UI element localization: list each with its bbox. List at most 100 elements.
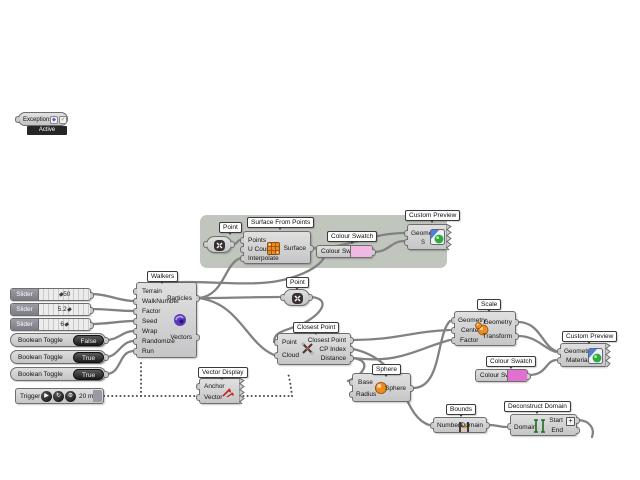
exception-check-icon[interactable]: ✓ (59, 115, 67, 124)
output-nub[interactable] (90, 292, 94, 299)
output-nub[interactable] (231, 241, 235, 248)
slider-rail[interactable] (39, 304, 90, 315)
swatch-color-well[interactable] (507, 370, 527, 381)
scale-component[interactable]: Geometry Center Factor Geometry Transfor… (451, 311, 519, 346)
point-nameplate[interactable]: Point (219, 222, 242, 235)
toggle-value[interactable]: True (73, 351, 104, 363)
closest-point-component[interactable]: Point Cloud Closest Point CP Index Dista… (274, 333, 354, 365)
output-nub[interactable] (105, 337, 109, 344)
exception-toggle-icon[interactable]: ◆ (50, 115, 58, 124)
closest-point-nameplate[interactable]: Closest Point (293, 322, 340, 335)
input-nub[interactable] (133, 328, 137, 335)
boolean-toggle-1[interactable]: Boolean Toggle False (10, 333, 109, 347)
point-nameplate[interactable]: Point (286, 277, 309, 290)
input-nub[interactable] (430, 422, 434, 429)
output-nub[interactable] (350, 346, 354, 353)
output-nub[interactable] (527, 373, 531, 380)
input-nub[interactable] (280, 294, 284, 301)
colour-swatch-nameplate[interactable]: Colour Swatch (486, 356, 537, 369)
deconstruct-domain-nameplate[interactable]: Deconstruct Domain (504, 401, 571, 414)
sphere-nameplate[interactable]: Sphere (372, 364, 401, 377)
colour-swatch-right-component[interactable]: Colour Swatch (475, 369, 531, 382)
output-nub[interactable] (196, 295, 200, 302)
input-nub[interactable] (196, 394, 200, 401)
number-slider-2[interactable]: Slider 5.2◆ (10, 303, 94, 316)
slider-rail[interactable] (39, 319, 90, 330)
wire-particles-interpolate[interactable] (197, 256, 243, 300)
walkers-component[interactable]: Terrain WalkNumber Factor Seed Wrap Rand… (133, 282, 200, 358)
boolean-toggle-3[interactable]: Boolean Toggle True (10, 367, 109, 381)
colour-swatch-component[interactable]: Colour Swatch (316, 245, 376, 258)
wire-swatch2-material[interactable] (527, 358, 558, 377)
settings-button[interactable]: ⚙ (65, 391, 76, 402)
input-nub[interactable] (507, 423, 511, 430)
swatch-color-well[interactable] (350, 246, 372, 257)
output-nub[interactable] (576, 427, 580, 434)
wire-swatch-preview[interactable] (371, 239, 407, 254)
output-nub[interactable] (350, 337, 354, 344)
input-nub[interactable] (133, 338, 137, 345)
number-slider-1[interactable]: Slider ◆50 (10, 288, 94, 301)
scale-nameplate[interactable]: Scale (477, 299, 502, 312)
input-nub[interactable] (240, 255, 244, 262)
slider-knob[interactable]: ◆ (64, 322, 69, 328)
sphere-component[interactable]: Base Radius Sphere (349, 373, 414, 402)
custom-preview-right-component[interactable]: Geometry Material (557, 343, 611, 367)
input-nub[interactable] (133, 298, 137, 305)
output-nub[interactable] (196, 334, 200, 341)
slider-rail[interactable] (39, 289, 90, 300)
wire-toggle3-run[interactable] (104, 349, 136, 376)
wire-distance-factor[interactable] (351, 338, 452, 361)
output-nub[interactable] (90, 322, 94, 329)
toggle-value[interactable]: False (73, 334, 104, 346)
output-nub[interactable] (350, 355, 354, 362)
bounds-nameplate[interactable]: Bounds (446, 404, 477, 417)
expand-button[interactable]: + (566, 417, 575, 426)
wire-toggle2-randomize[interactable] (104, 339, 136, 359)
output-nub[interactable] (515, 319, 519, 326)
output-nub[interactable] (105, 371, 109, 378)
input-nub[interactable] (274, 339, 278, 346)
input-nub[interactable] (133, 318, 137, 325)
input-nub[interactable] (451, 337, 455, 344)
output-nub[interactable] (486, 422, 490, 429)
input-nub[interactable] (451, 327, 455, 334)
play-button[interactable]: ▶ (41, 391, 52, 402)
custom-preview-component[interactable]: Geometry S (404, 224, 452, 250)
output-nub[interactable] (515, 333, 519, 340)
input-nub[interactable] (240, 246, 244, 253)
point-param[interactable] (203, 236, 235, 253)
wire-scaletransform-preview[interactable] (516, 334, 558, 354)
output-nub[interactable] (372, 249, 376, 256)
wire-closest-center[interactable] (351, 328, 452, 342)
custom-preview-nameplate[interactable]: Custom Preview (562, 331, 618, 344)
point-param-2[interactable] (280, 289, 313, 306)
input-nub[interactable] (133, 288, 137, 295)
output-nub[interactable] (576, 417, 580, 424)
surface-from-points-nameplate[interactable]: Surface From Points (247, 217, 315, 230)
input-nub[interactable] (240, 237, 244, 244)
output-nub[interactable] (310, 245, 314, 252)
wire-trigger-dotted-riser2[interactable] (287, 372, 293, 397)
output-nub[interactable] (105, 354, 109, 361)
input-nub[interactable] (349, 379, 353, 386)
input-nub[interactable] (451, 317, 455, 324)
custom-preview-nameplate[interactable]: Custom Preview (405, 210, 461, 223)
wire-particles-cloud[interactable] (197, 296, 276, 357)
wire-slider1-walknumber[interactable] (89, 292, 136, 303)
input-nub[interactable] (196, 383, 200, 390)
wire-slider2-factor[interactable] (89, 307, 136, 313)
number-slider-3[interactable]: Slider 6◆ (10, 318, 94, 331)
wire-scalegeometry-preview[interactable] (516, 320, 558, 353)
input-nub[interactable] (349, 391, 353, 398)
wire-bounds-deconstruct[interactable] (487, 423, 508, 429)
output-nub[interactable] (410, 385, 414, 392)
boolean-toggle-2[interactable]: Boolean Toggle True (10, 350, 109, 364)
trigger-component[interactable]: Trigger ▶ ↻ ⚙ 20 ms (15, 388, 104, 404)
input-nub[interactable] (274, 352, 278, 359)
input-nub[interactable] (404, 230, 408, 237)
input-nub[interactable] (557, 348, 561, 355)
output-nub[interactable] (90, 307, 94, 314)
wire-sphere-scale[interactable] (411, 319, 452, 390)
trigger-grip[interactable] (93, 390, 102, 402)
